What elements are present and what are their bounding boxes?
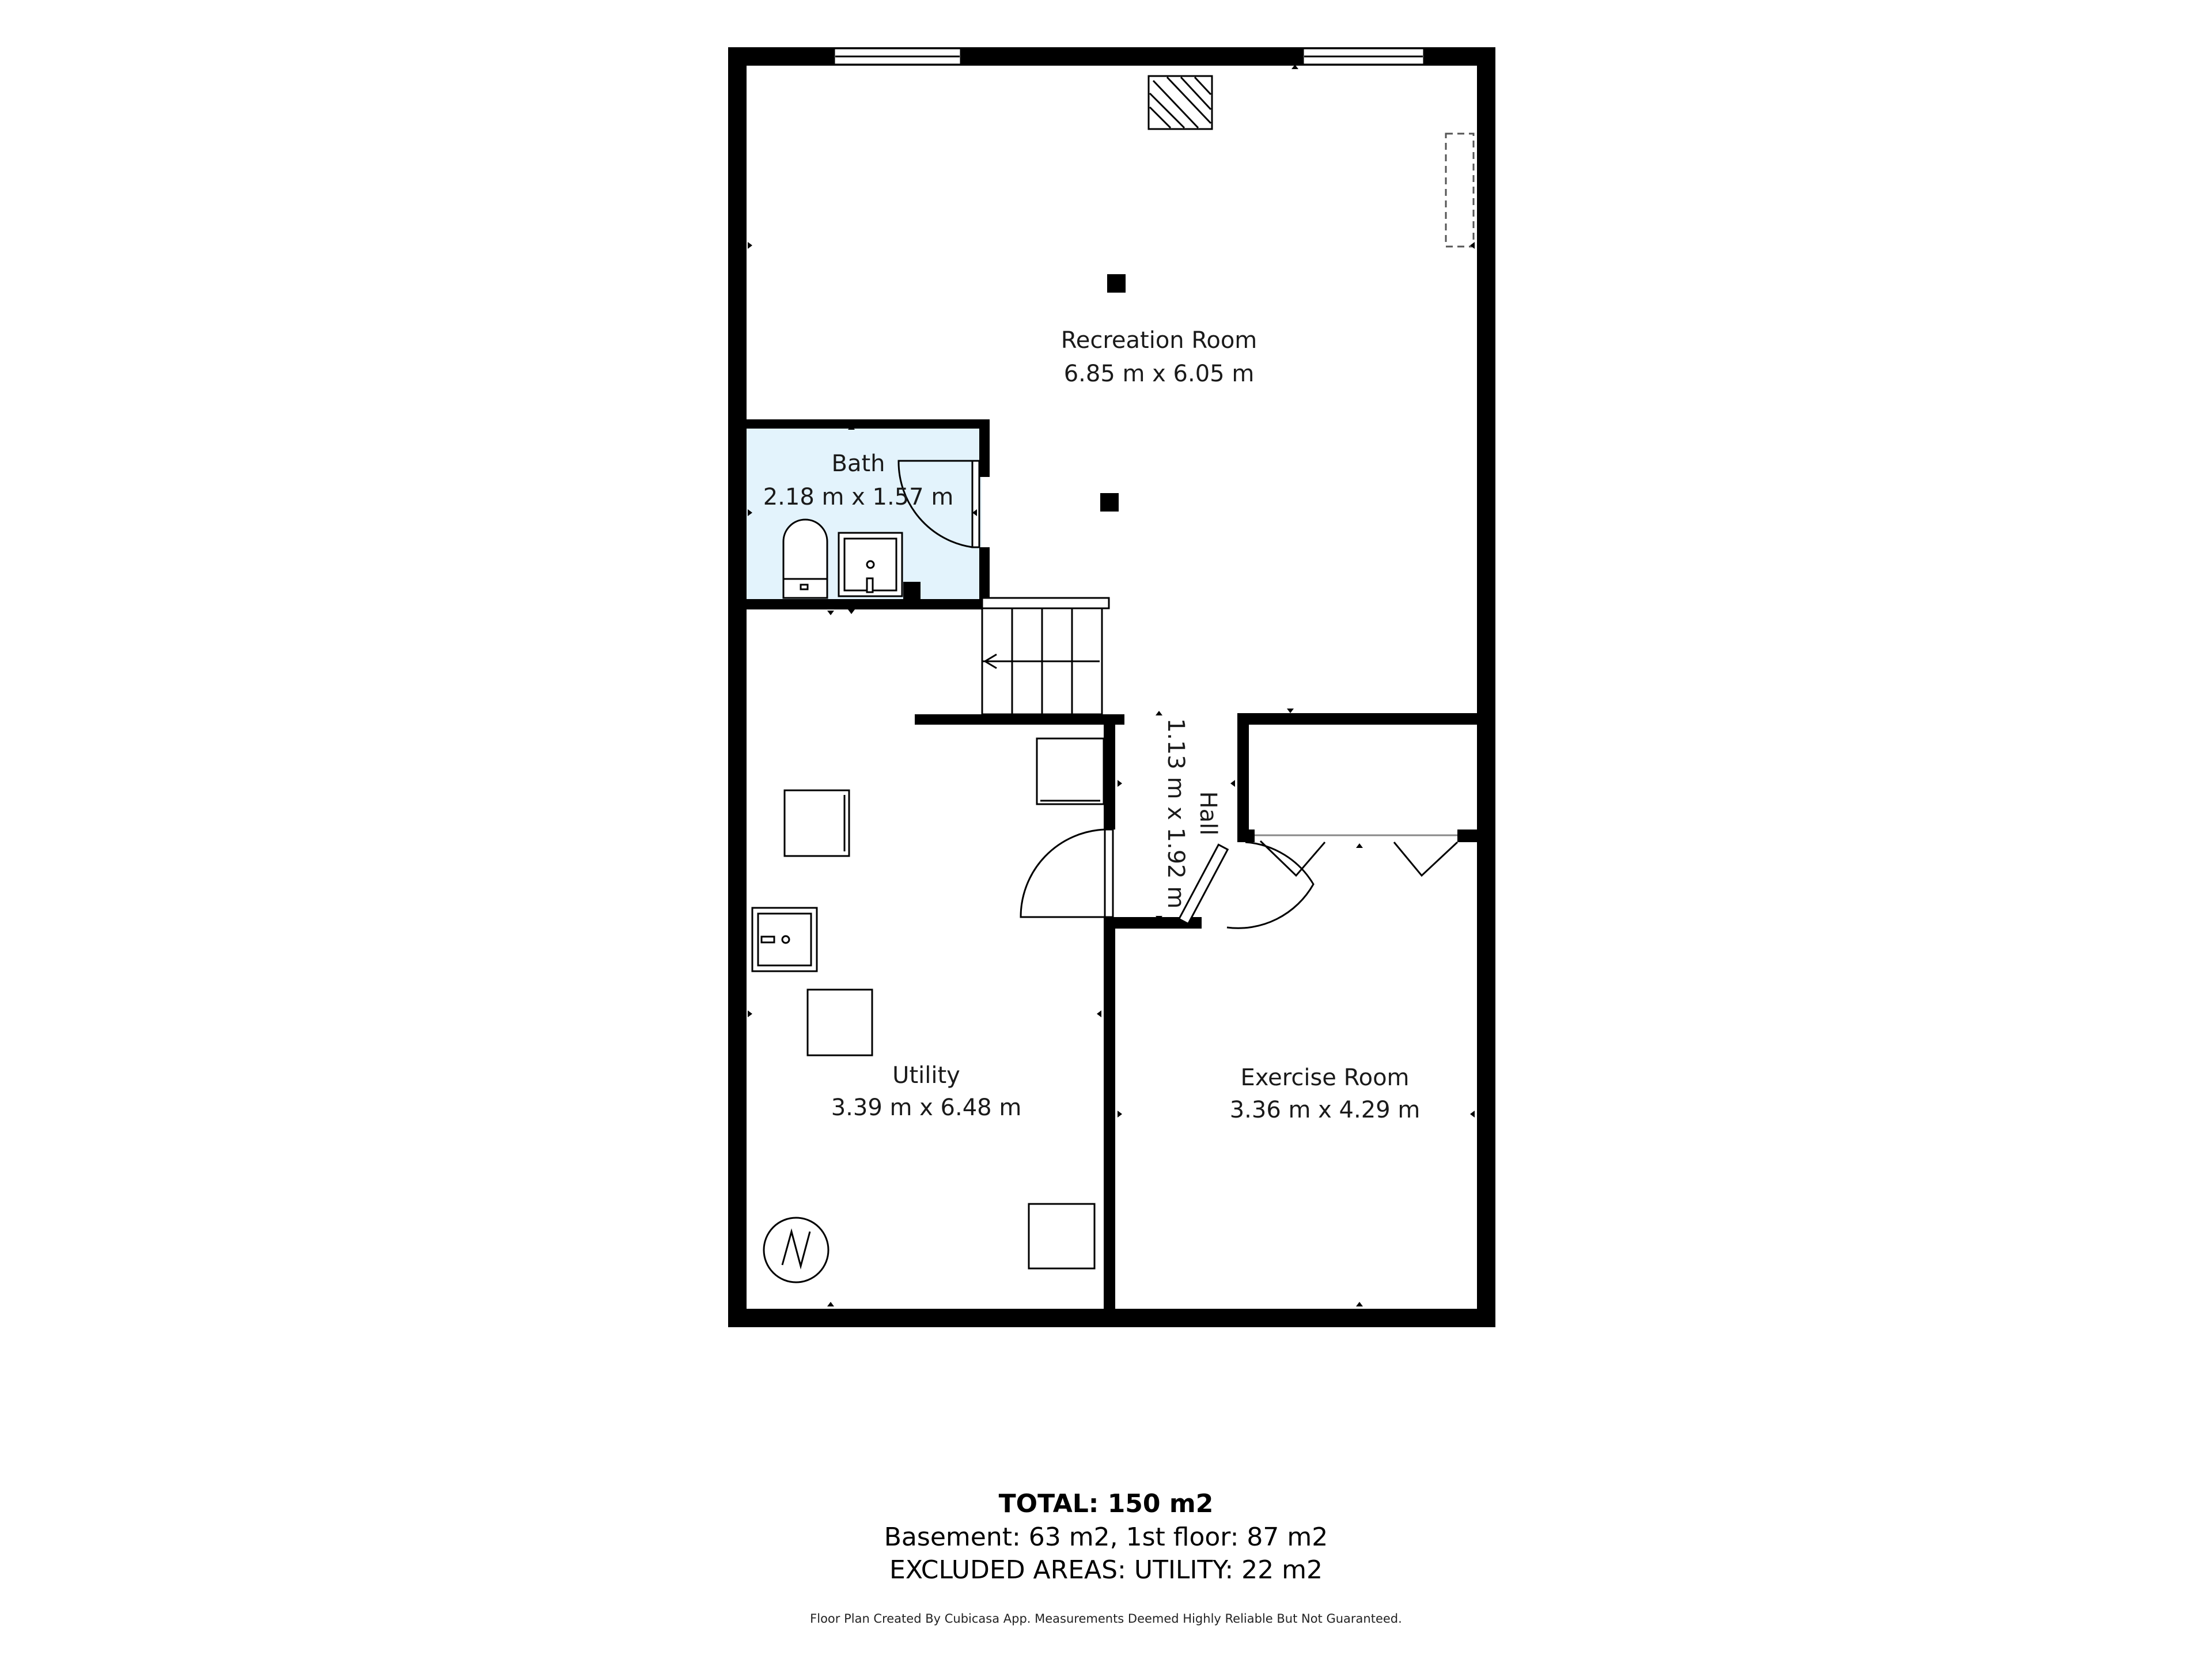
- disclaimer-footer: Floor Plan Created By Cubicasa App. Meas…: [810, 1612, 1402, 1626]
- interior-walls: [745, 419, 1480, 1315]
- closet-doors: [1255, 834, 1459, 877]
- bath-column: [903, 582, 921, 599]
- exercise-room-name: Exercise Room: [1240, 1065, 1409, 1091]
- toilet: [782, 518, 828, 599]
- bath-door: [897, 460, 980, 548]
- water-heater: [763, 1217, 830, 1283]
- utility-name: Utility: [892, 1062, 960, 1089]
- excluded-areas: EXCLUDED AREAS: UTILITY: 22 m2: [889, 1555, 1323, 1585]
- top-windows: [833, 47, 1425, 66]
- exercise-room-size: 3.36 m x 4.29 m: [1230, 1097, 1421, 1123]
- floor-areas: Basement: 63 m2, 1st floor: 87 m2: [884, 1522, 1328, 1552]
- exercise-door: [1177, 841, 1315, 929]
- hall-size: 1.13 m x 1.92 m: [1162, 718, 1189, 909]
- utility-door: [1020, 828, 1114, 918]
- utility-appliances: [751, 737, 1105, 1270]
- dimension-markers: [748, 65, 1475, 1306]
- column: [1100, 493, 1119, 512]
- bath-sink: [838, 532, 903, 597]
- bath-name: Bath: [832, 450, 885, 477]
- recreation-room-name: Recreation Room: [1061, 327, 1257, 354]
- hall-name: Hall: [1195, 791, 1221, 836]
- bath-size: 2.18 m x 1.57 m: [763, 484, 954, 510]
- fireplace: [1147, 75, 1213, 130]
- stairs: [981, 597, 1110, 715]
- recreation-room-size: 6.85 m x 6.05 m: [1064, 361, 1255, 387]
- total-area: TOTAL: 150 m2: [998, 1489, 1214, 1518]
- dashed-cabinet: [1445, 132, 1475, 248]
- column: [1107, 274, 1126, 293]
- utility-size: 3.39 m x 6.48 m: [831, 1094, 1022, 1121]
